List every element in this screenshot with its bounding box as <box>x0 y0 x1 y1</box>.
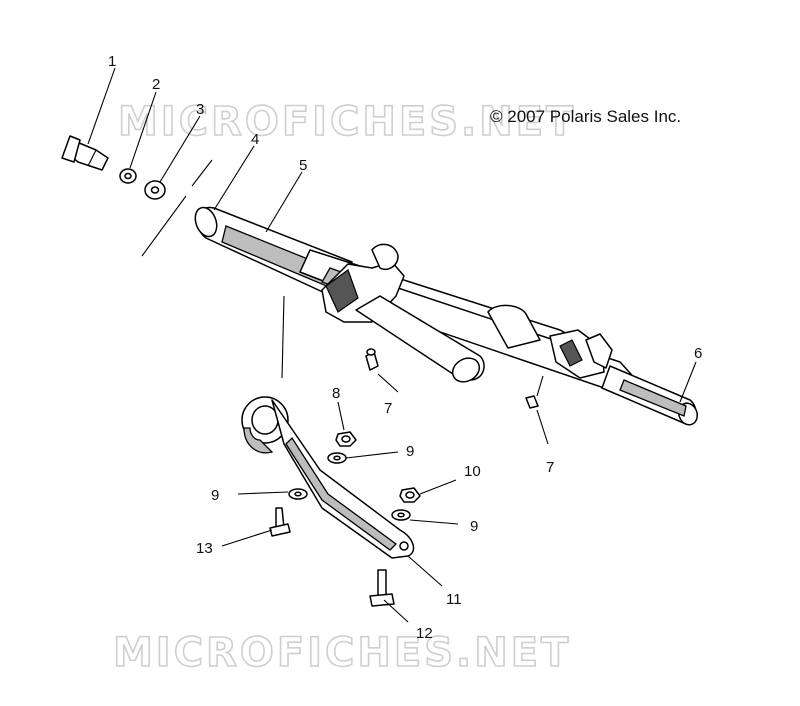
callout-1: 1 <box>108 53 116 70</box>
callout-8: 8 <box>332 385 340 402</box>
handlebar-part-5 <box>194 206 699 426</box>
bolt-part-1 <box>61 135 109 171</box>
callout-9c: 9 <box>470 518 478 535</box>
callout-9a: 9 <box>406 443 414 460</box>
washer-part-2 <box>119 168 137 184</box>
callout-4: 4 <box>251 131 259 148</box>
steering-arm-part-11 <box>241 396 415 559</box>
callout-9b: 9 <box>211 487 219 504</box>
washer-part-9a <box>327 452 347 464</box>
watermark-bottom: MICROFICHES.NET <box>113 630 571 676</box>
nut-part-8 <box>335 431 357 447</box>
callout-12: 12 <box>416 625 433 642</box>
grease-fitting-part-7a <box>365 348 379 371</box>
callout-7a: 7 <box>384 400 392 417</box>
watermark-top: MICROFICHES.NET <box>118 99 576 145</box>
assembly-axis-line <box>141 159 213 257</box>
washer-part-3 <box>144 180 166 200</box>
callout-2: 2 <box>152 76 160 93</box>
bolt-part-12 <box>369 569 395 607</box>
washer-part-9c <box>391 509 411 521</box>
callout-3: 3 <box>196 101 204 118</box>
nut-part-10 <box>399 487 421 503</box>
leader-lines <box>87 67 697 623</box>
callout-5: 5 <box>299 157 307 174</box>
callout-6: 6 <box>694 345 702 362</box>
callout-7b: 7 <box>546 459 554 476</box>
bolt-part-13 <box>269 507 291 537</box>
copyright-text: © 2007 Polaris Sales Inc. <box>490 107 681 126</box>
callout-13: 13 <box>196 540 213 557</box>
washer-part-9b <box>288 488 308 500</box>
callout-10: 10 <box>464 463 481 480</box>
callout-11: 11 <box>446 591 462 608</box>
grease-fitting-part-7b <box>525 395 539 409</box>
